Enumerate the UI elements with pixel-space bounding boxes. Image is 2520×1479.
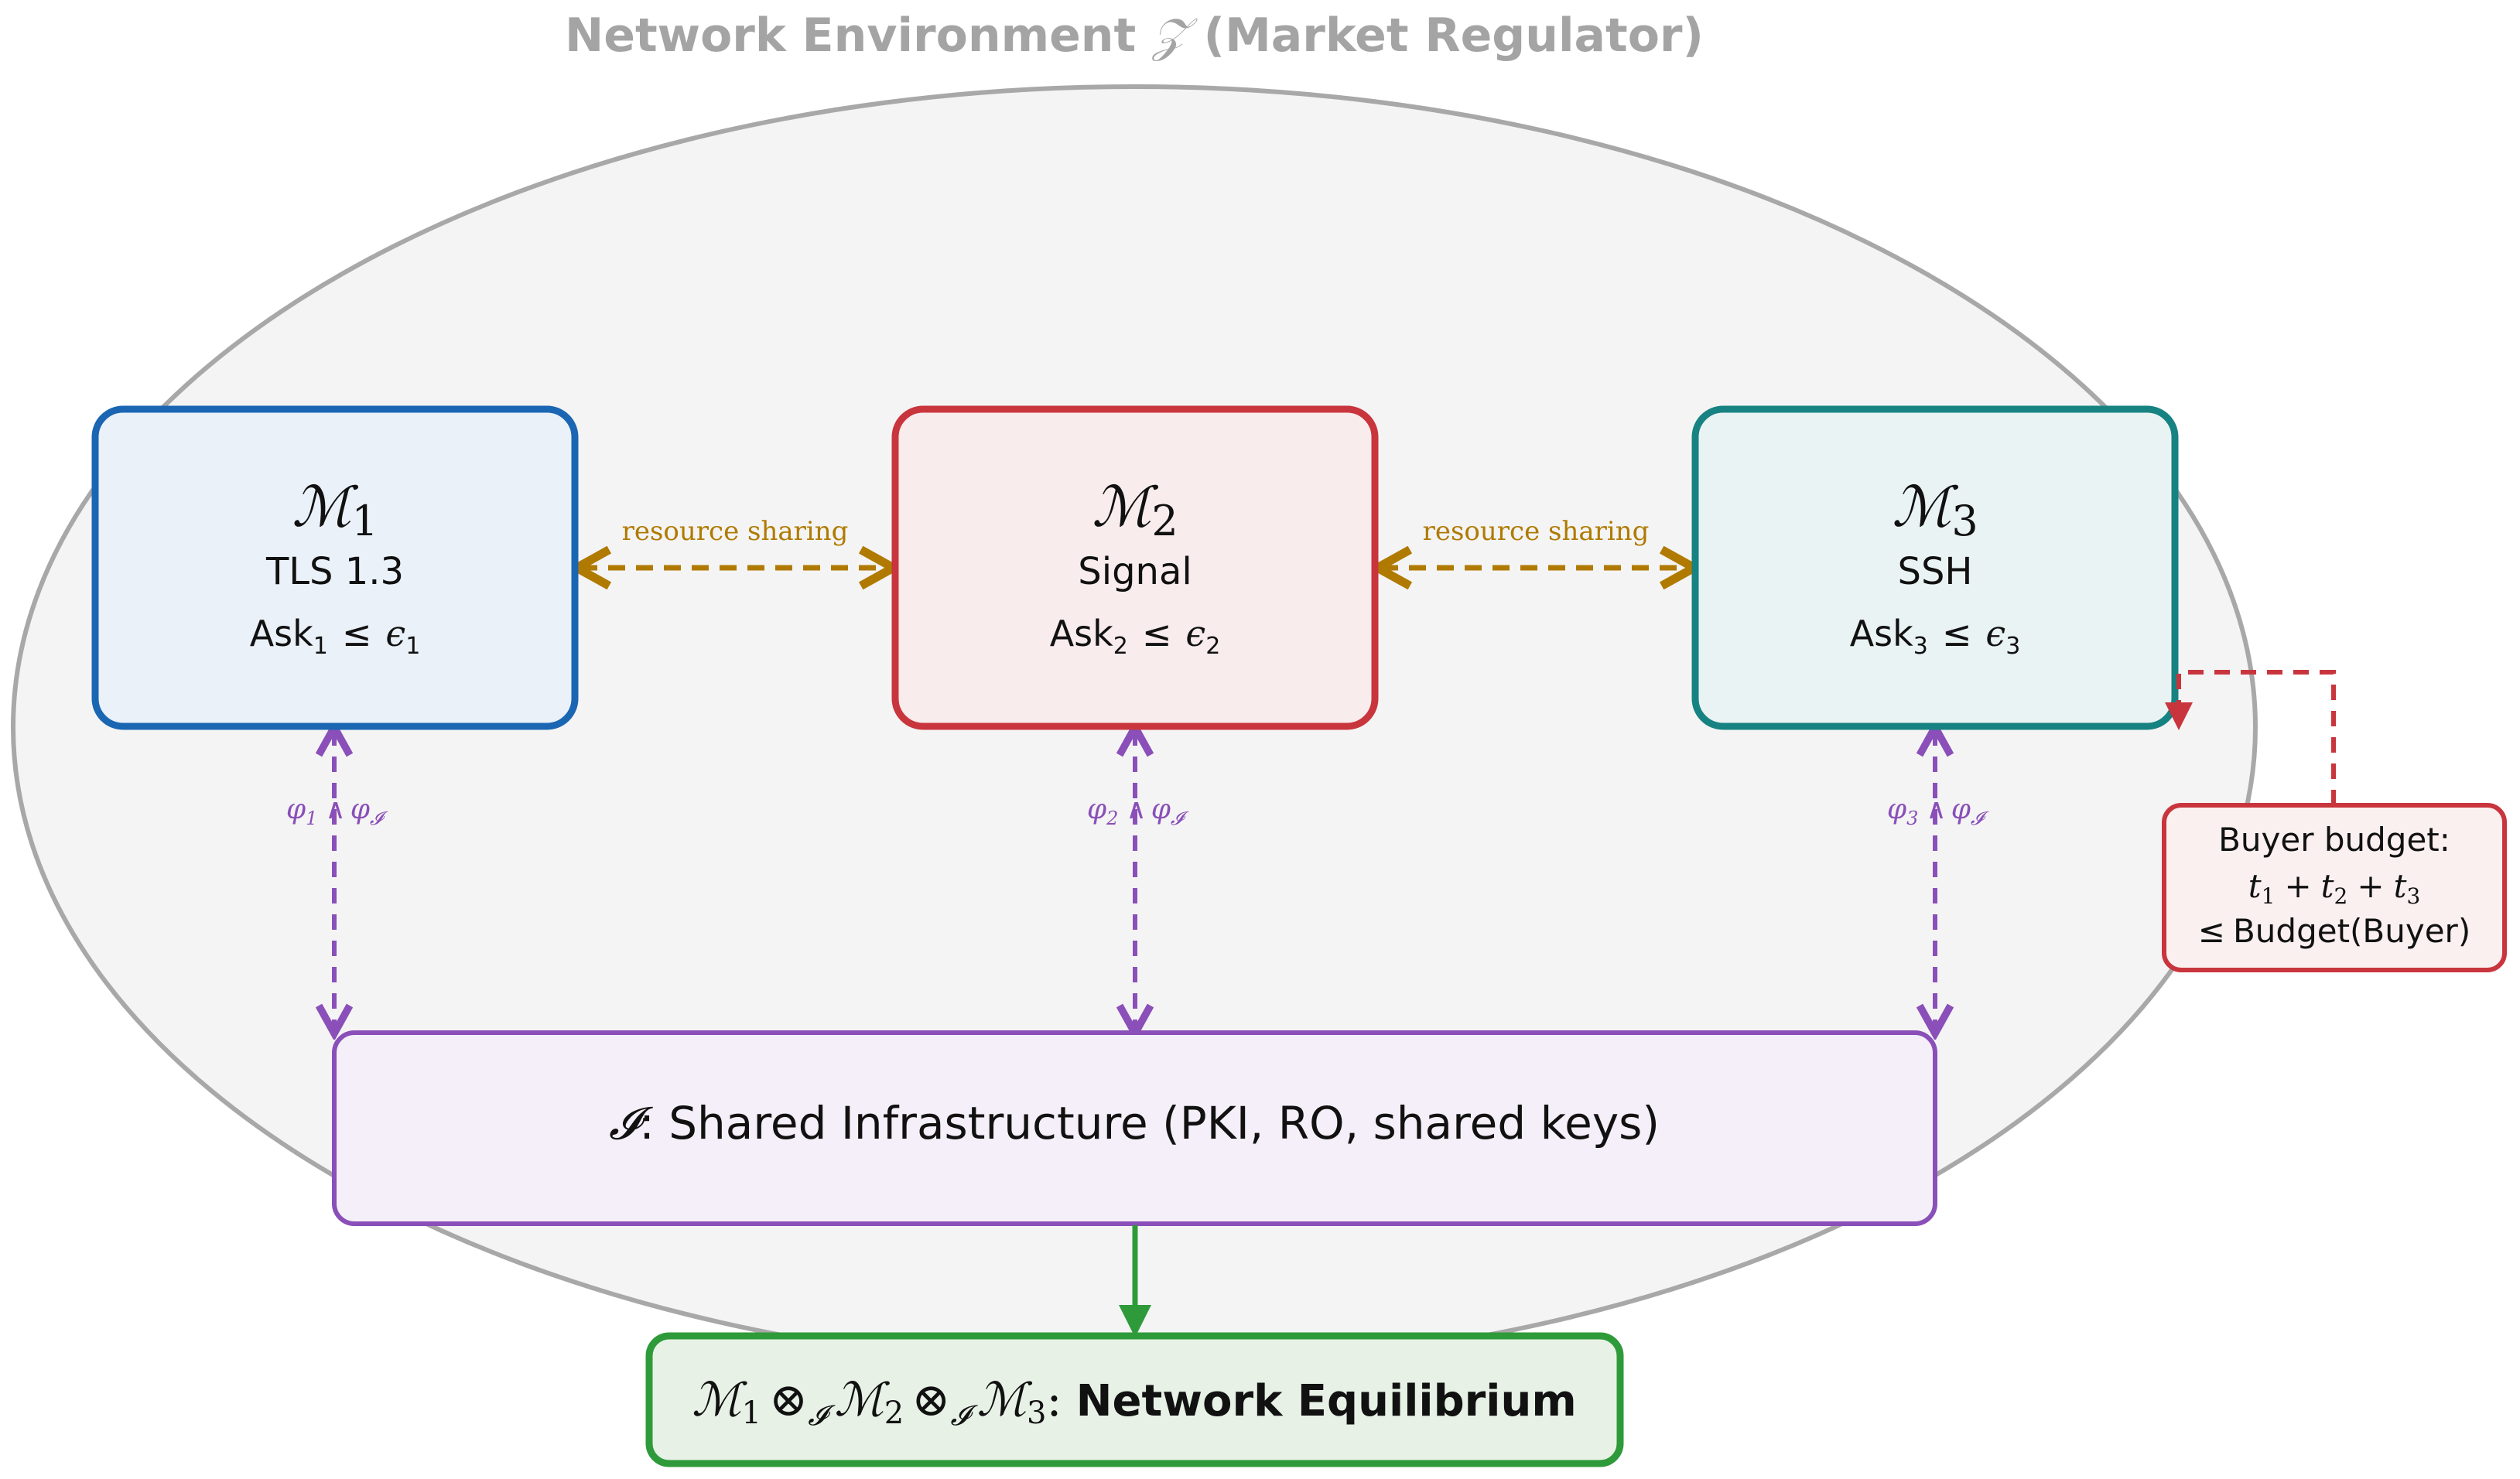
sharing-label-2-3: resource sharing — [1423, 516, 1650, 547]
environment-title-right: (Market Regulator) — [1204, 9, 1704, 63]
sharing-connector-1-2: resource sharing — [580, 516, 890, 568]
infrastructure-box: 𝓘: Shared Infrastructure (PKI, RO, share… — [332, 1030, 1937, 1226]
module-m2-title: ℳ2 — [1092, 474, 1178, 545]
budget-sum: t1+t2+t3 — [2248, 867, 2421, 909]
interface-connector-1: φ1∧φ𝓘 — [286, 730, 388, 1030]
sharing-connector-2-3: resource sharing — [1381, 516, 1691, 568]
budget-connector — [2165, 670, 2336, 805]
interface-connector-3: φ3∧φ𝓘 — [1887, 730, 1989, 1030]
environment-title: Network Environment 𝒵 (Market Regulator) — [565, 9, 1704, 63]
module-m3-title: ℳ3 — [1892, 474, 1978, 545]
module-m2-ask: Ask2≤ϵ2 — [1050, 613, 1221, 660]
module-m3-ask: Ask3≤ϵ3 — [1850, 613, 2021, 660]
module-m1-ask: Ask1≤ϵ1 — [250, 613, 421, 660]
module-m1: ℳ1 TLS 1.3 Ask1≤ϵ1 — [91, 405, 579, 730]
budget-limit: ≤Budget(Buyer) — [2198, 912, 2470, 950]
budget-title: Buyer budget: — [2218, 821, 2450, 859]
module-m1-protocol: TLS 1.3 — [265, 550, 404, 593]
budget-box: Buyer budget: t1+t2+t3 ≤Budget(Buyer) — [2162, 803, 2507, 972]
equilibrium-box-rect — [645, 1332, 1624, 1467]
module-m1-box — [91, 405, 579, 730]
infrastructure-label: 𝓘: Shared Infrastructure (PKI, RO, share… — [609, 1097, 1660, 1149]
module-m3-protocol: SSH — [1897, 550, 1972, 593]
environment-title-symbol: 𝒵 — [1151, 9, 1198, 63]
module-m2-protocol: Signal — [1078, 550, 1192, 593]
interface-label-1: φ1∧φ𝓘 — [286, 794, 388, 829]
budget-box-rect — [2162, 803, 2507, 972]
environment-title-left: Network Environment — [565, 9, 1136, 63]
infrastructure-box-rect — [332, 1030, 1937, 1226]
module-m3: ℳ3 SSH Ask3≤ϵ3 — [1691, 405, 2179, 730]
module-m3-box — [1691, 405, 2179, 730]
interface-label-3: φ3∧φ𝓘 — [1887, 794, 1989, 829]
module-m1-title: ℳ1 — [292, 474, 378, 545]
module-m2: ℳ2 Signal Ask2≤ϵ2 — [891, 405, 1379, 730]
module-m2-box — [891, 405, 1379, 730]
sharing-label-1-2: resource sharing — [622, 516, 849, 547]
